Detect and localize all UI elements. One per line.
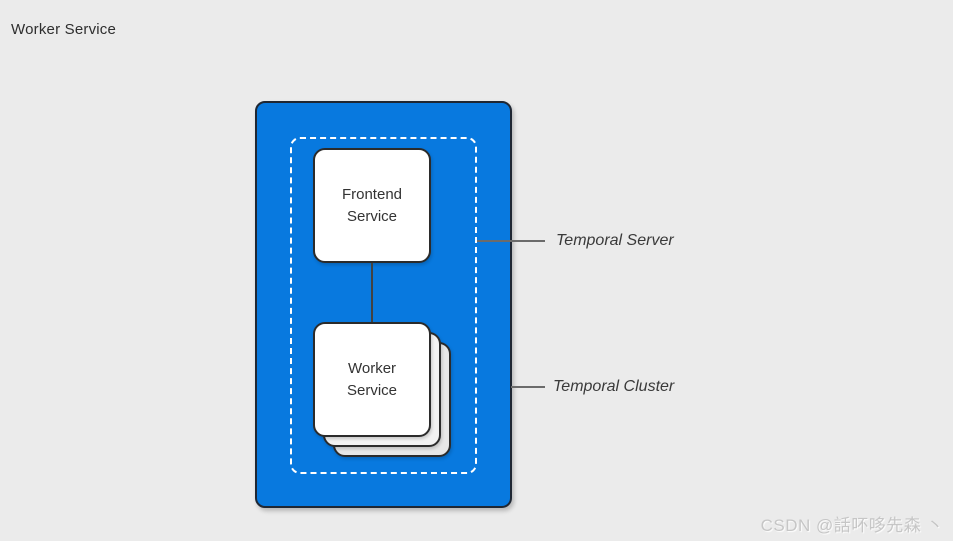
page-title: Worker Service	[11, 21, 117, 38]
frontend-service-label: Frontend Service	[341, 185, 403, 225]
temporal-cluster-annotation: Temporal Cluster	[553, 378, 675, 395]
worker-service-node: Worker Service	[313, 322, 431, 437]
temporal-cluster-pointer-line	[511, 386, 545, 388]
connector-frontend-to-worker	[371, 263, 373, 322]
temporal-server-annotation: Temporal Server	[556, 232, 674, 249]
temporal-server-boundary	[290, 137, 477, 474]
worker-service-label: Worker Service	[346, 359, 398, 399]
temporal-server-pointer-line	[477, 240, 545, 242]
frontend-service-node: Frontend Service	[313, 148, 431, 263]
csdn-watermark: CSDN @話吥哆先森 丶	[760, 516, 944, 535]
